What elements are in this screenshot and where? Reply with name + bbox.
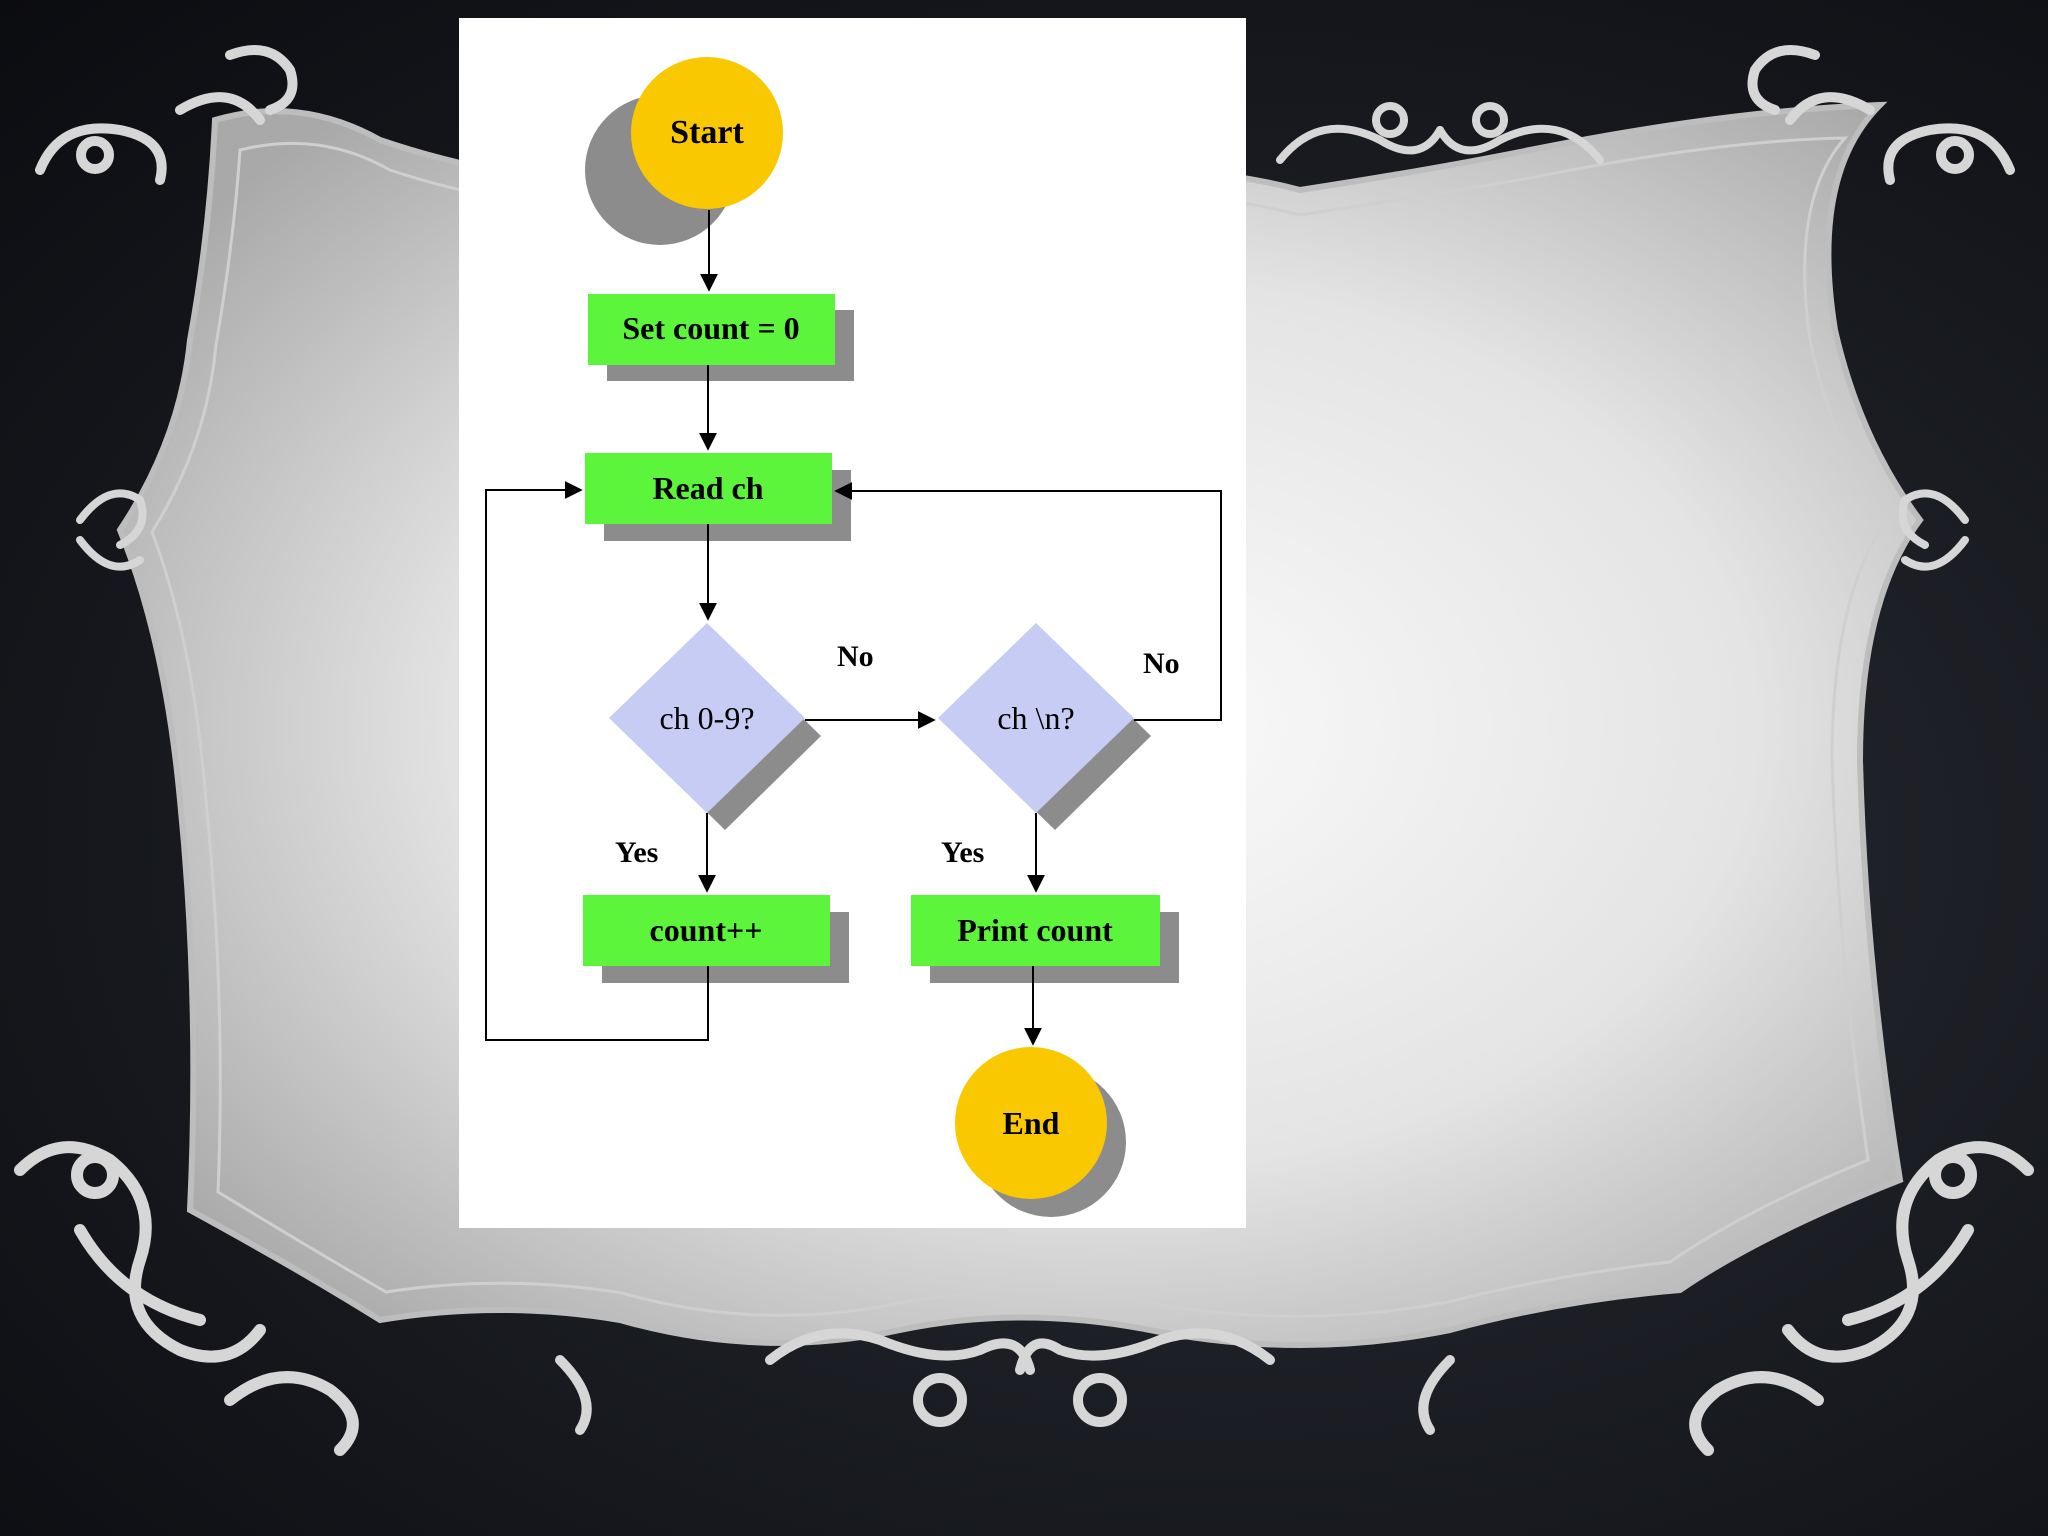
node-digit-check-diamond <box>609 623 805 813</box>
ornament-bottom-left <box>14 1141 359 1456</box>
edges <box>485 210 1222 1046</box>
edge-increment-loop-to-read <box>485 481 709 1041</box>
node-read-ch-label: Read ch <box>652 470 763 506</box>
node-end-label: End <box>1003 1105 1060 1141</box>
edge-label-digit-no: No <box>837 640 874 673</box>
node-print-count-box <box>911 895 1160 966</box>
node-digit-check-label: ch 0-9? <box>659 700 754 736</box>
node-digit-check: ch 0-9? <box>609 623 821 830</box>
edge-label-newline-no: No <box>1143 647 1180 680</box>
edge-label-newline-yes: Yes <box>941 836 984 869</box>
node-start-label: Start <box>670 114 744 151</box>
node-start: Start <box>585 57 783 245</box>
flowchart-panel: Start Set count = 0 Read ch ch 0-9? <box>459 18 1246 1228</box>
node-end: End <box>955 1047 1126 1217</box>
node-set-count-box <box>588 294 835 365</box>
node-increment-box <box>583 895 830 966</box>
node-increment-label: count++ <box>650 912 763 948</box>
ornament-top-left <box>35 45 298 185</box>
node-end-circle <box>955 1047 1107 1199</box>
ornament-top-right <box>1747 45 2015 185</box>
node-newline-check: ch \n? <box>938 623 1151 830</box>
node-start-circle <box>631 57 783 209</box>
frame-inner-border <box>150 136 1887 1318</box>
ornament-left-middle <box>76 489 147 571</box>
node-print-count-label: Print count <box>957 912 1113 948</box>
flowchart-diagram: Start Set count = 0 Read ch ch 0-9? <box>485 57 1222 1217</box>
node-newline-check-diamond <box>938 623 1134 813</box>
node-increment: count++ <box>583 895 849 983</box>
ornament-bottom-right <box>1689 1141 2034 1456</box>
node-set-count-label: Set count = 0 <box>622 310 799 346</box>
node-read-ch: Read ch <box>585 453 851 541</box>
ornament-bottom-center <box>555 1328 1455 1435</box>
node-read-ch-box <box>585 453 832 524</box>
ornament-right-middle <box>1898 489 1969 571</box>
node-set-count: Set count = 0 <box>588 294 854 381</box>
edge-label-digit-yes: Yes <box>615 836 658 869</box>
edge-newline-no-loop-to-read <box>834 482 1222 721</box>
ornament-top-center <box>1276 102 1604 164</box>
node-print-count: Print count <box>911 895 1179 983</box>
node-newline-check-label: ch \n? <box>997 700 1074 736</box>
